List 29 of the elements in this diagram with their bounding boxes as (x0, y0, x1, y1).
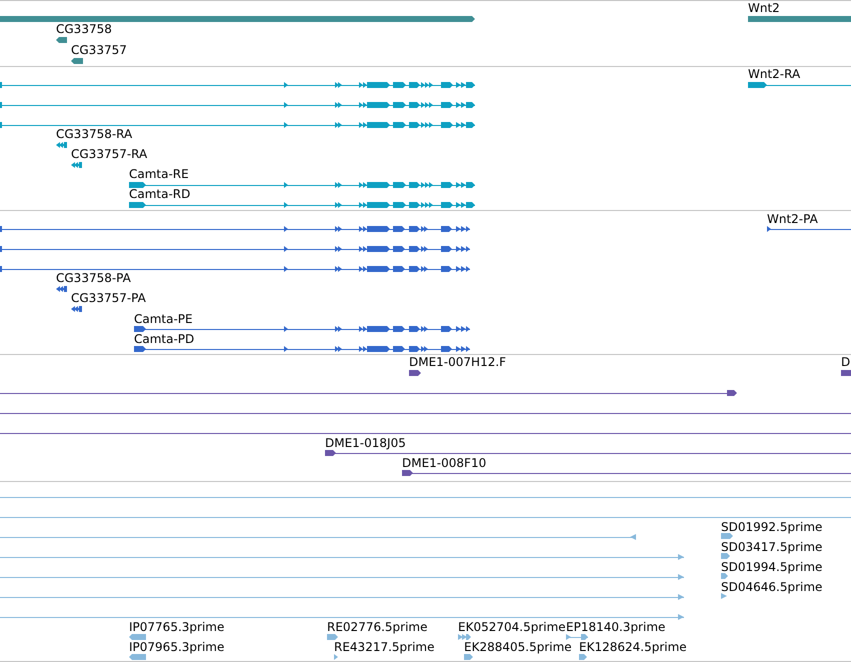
feature-label: Camta-RD (129, 187, 190, 201)
feature-label: IP07965.3prime (129, 640, 224, 654)
feature-label: CG33757-PA (71, 291, 146, 305)
feature-label: SD01992.5prime (721, 520, 822, 534)
feature-label: CG33758 (56, 22, 112, 36)
feature-label: EP18140.3prime (566, 620, 666, 634)
feature-label: SD03417.5prime (721, 540, 822, 554)
feature-label: Wnt2 (748, 1, 780, 15)
feature-label: RE43217.5prime (334, 640, 434, 654)
feature-label: CG33757 (71, 43, 127, 57)
feature-label: RE02776.5prime (327, 620, 428, 634)
feature-label: IP07765.3prime (129, 620, 224, 634)
feature-label: Camta-PD (134, 332, 194, 346)
feature-label: CG33758-PA (56, 271, 131, 285)
feature-label: Wnt2-PA (767, 212, 818, 226)
feature-label: Wnt2-RA (748, 67, 800, 81)
feature-label: Camta-RE (129, 167, 189, 181)
feature-label: EK128624.5prime (579, 640, 687, 654)
feature-label: DME1-008F10 (402, 456, 486, 470)
feature-label: DME1-007H12.F (409, 355, 506, 369)
feature-label: D (841, 355, 850, 369)
feature-label: EK288405.5prime (464, 640, 572, 654)
feature-label: CG33757-RA (71, 147, 148, 161)
feature-label: EK052704.5prime (458, 620, 566, 634)
feature-label: DME1-018J05 (325, 436, 406, 450)
feature-label: SD04646.5prime (721, 580, 822, 594)
feature-label: CG33758-RA (56, 127, 132, 141)
feature-label: Camta-PE (134, 312, 193, 326)
feature-label: SD01994.5prime (721, 560, 822, 574)
